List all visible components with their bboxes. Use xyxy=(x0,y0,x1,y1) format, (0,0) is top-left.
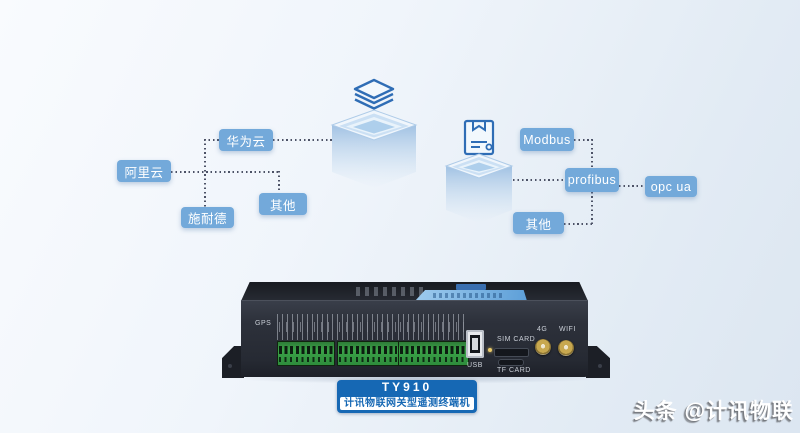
terminal-block xyxy=(398,341,469,366)
gateway-device: GPS USB SIM CARD TF CARD 4G WIFI xyxy=(220,282,612,384)
tag-other-cloud: 其他 xyxy=(259,193,307,215)
tag-label: 其他 xyxy=(269,198,296,213)
pin-labels xyxy=(398,314,467,340)
pin-labels xyxy=(337,314,397,340)
terminal-block xyxy=(277,341,335,366)
terminal-block xyxy=(337,341,399,366)
mounting-ear-left xyxy=(222,346,244,378)
model-number: TY910 xyxy=(381,380,433,394)
tag-profibus: profibus xyxy=(565,168,619,192)
tag-label: 阿里云 xyxy=(124,165,164,180)
tag-alibaba-cloud: 阿里云 xyxy=(117,160,171,182)
wifi-antenna-connector xyxy=(558,340,574,356)
tf-card-slot xyxy=(498,359,524,366)
mounting-ear-right xyxy=(586,346,610,378)
tag-label: 施耐德 xyxy=(187,212,227,226)
tag-label: profibus xyxy=(567,173,617,187)
usb-label: USB xyxy=(467,362,483,369)
top-blue-chip xyxy=(456,284,486,290)
connector-line xyxy=(171,171,280,173)
top-print-marks xyxy=(356,287,426,296)
connector-line xyxy=(564,223,592,225)
sim-card-label: SIM CARD xyxy=(497,336,536,343)
connector-line xyxy=(574,139,593,141)
connector-line xyxy=(204,139,220,141)
product-sticker xyxy=(415,290,527,301)
product-name: 计讯物联网关型遥测终端机 xyxy=(340,397,474,410)
toutiao-watermark: 头条 @计讯物联 xyxy=(633,400,794,423)
tag-other-protocol: 其他 xyxy=(513,212,564,234)
usb-port xyxy=(466,330,484,358)
4g-antenna-connector xyxy=(535,339,551,355)
status-led xyxy=(488,348,492,352)
tag-label: 华为云 xyxy=(226,134,266,149)
gps-label: GPS xyxy=(255,320,272,327)
tag-huawei-cloud: 华为云 xyxy=(219,129,273,151)
cloud-platform-layers-icon xyxy=(330,78,418,188)
connector-line xyxy=(513,179,566,181)
connector-line xyxy=(273,139,333,141)
4g-label: 4G xyxy=(537,326,548,333)
tf-card-label: TF CARD xyxy=(497,367,531,374)
pin-labels xyxy=(277,314,333,340)
screw-hole xyxy=(228,364,232,368)
protocol-package-icon xyxy=(444,119,514,223)
screw-hole xyxy=(598,364,602,368)
connector-line xyxy=(619,185,646,187)
connector-line xyxy=(278,171,280,194)
wifi-label: WIFI xyxy=(559,326,576,333)
model-badge: TY910 计讯物联网关型遥测终端机 xyxy=(337,380,477,413)
tag-opc-ua: opc ua xyxy=(645,176,697,197)
tag-label: opc ua xyxy=(650,179,692,194)
sticker-print-marks xyxy=(433,293,503,298)
tag-label: Modbus xyxy=(523,132,571,147)
connector-line xyxy=(204,139,206,208)
device-top-face xyxy=(241,282,588,301)
tag-modbus: Modbus xyxy=(520,128,574,151)
tag-schneider: 施耐德 xyxy=(181,207,234,228)
sim-card-slot xyxy=(494,348,529,357)
tag-label: 其他 xyxy=(525,217,552,232)
